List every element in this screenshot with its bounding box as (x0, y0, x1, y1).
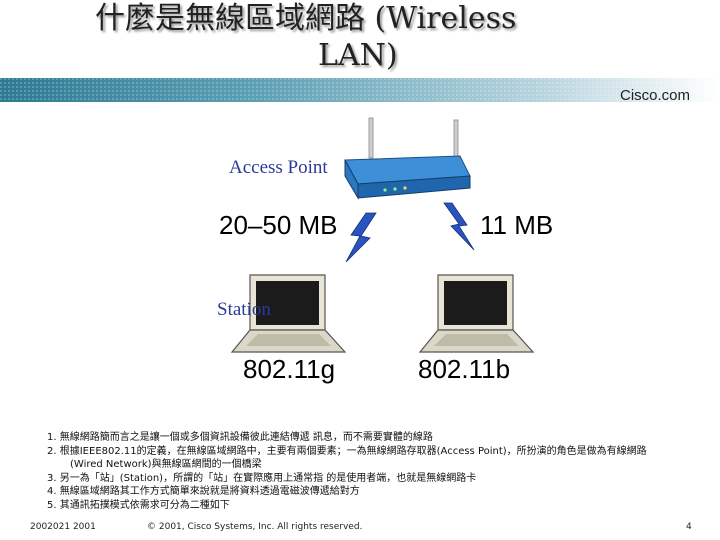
station-label: Station (217, 299, 271, 320)
list-item: 5. 其通訊拓撲模式依需求可分為二種如下 (47, 499, 230, 511)
laptop-icon (418, 274, 535, 353)
wireless-bolt-icon (345, 212, 377, 263)
list-item: 2. 根據IEEE802.11的定義，在無線區域網路中，主要有兩個要素；一為無線… (47, 445, 647, 457)
title-line-1: 什麼是無線區域網路 (Wireless (95, 1, 517, 36)
list-item: 3. 另一為「站」(Station)，所謂的「站」在實際應用上通常指 的是使用者… (47, 472, 477, 484)
list-item: 1. 無線網路簡而言之是讓一個或多個資訊設備彼此連結傳遞 訊息，而不需要實體的線… (47, 432, 433, 443)
access-point-icon (344, 117, 471, 200)
standard-left: 802.11g (243, 354, 336, 384)
speed-right: 11 MB (480, 210, 554, 240)
title-line-2: LAN) (318, 38, 398, 73)
bullet-list: 1. 無線網路簡而言之是讓一個或多個資訊設備彼此連結傳遞 訊息，而不需要實體的線… (47, 431, 697, 513)
page-number: 4 (686, 522, 692, 532)
header-band (0, 78, 720, 102)
list-item-continuation: (Wired Network)與無線區網間的一個橋梁 (70, 459, 262, 471)
wireless-bolt-icon (443, 202, 475, 251)
cisco-logo: Cisco.com (620, 87, 691, 104)
access-point-label: Access Point (229, 157, 328, 178)
standard-right: 802.11b (418, 354, 511, 384)
footer-copyright: © 2001, Cisco Systems, Inc. All rights r… (147, 522, 363, 532)
list-item: 4. 無線區域網路其工作方式簡單來說就是將資料透過電磁波傳遞給對方 (47, 486, 360, 498)
footer-date: 2002021 2001 (30, 522, 96, 532)
laptop-icon (230, 274, 347, 353)
speed-left: 20–50 MB (219, 210, 338, 240)
